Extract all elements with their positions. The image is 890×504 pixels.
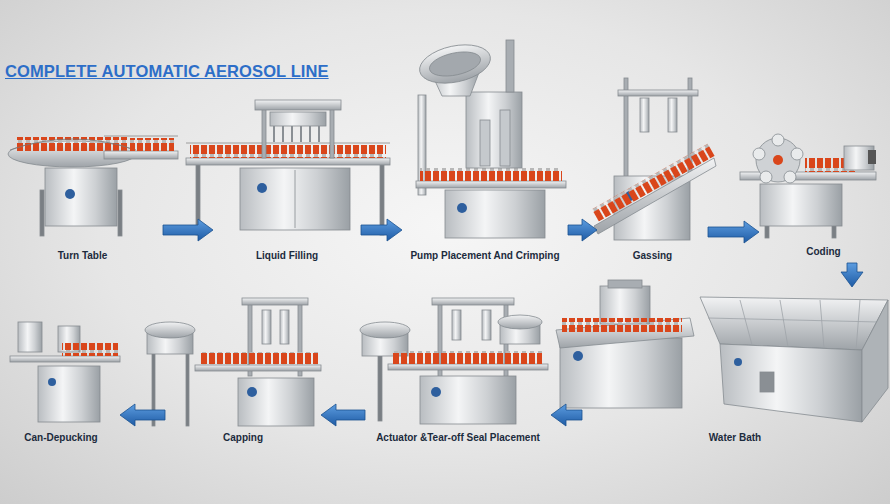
machine-station: Liquid Filling [216, 100, 358, 264]
machine-station: Gassing [600, 100, 705, 264]
station-label: Capping [223, 432, 263, 444]
machine-station: Can-Depucking [5, 290, 117, 446]
pump-crimping-machine [416, 39, 566, 238]
machine-station: Turn Table [5, 100, 160, 264]
machine-station: Capping [168, 290, 318, 446]
flow-arrow [568, 219, 597, 241]
can-depucking-machine [10, 322, 120, 422]
flow-arrow [361, 219, 402, 241]
flow-arrow [163, 219, 213, 241]
coding-machine [740, 134, 876, 238]
machine-station: Actuator &Tear-off Seal Placement [368, 290, 548, 446]
machine-station: Pump Placement And Crimping [405, 100, 565, 264]
station-label: Can-Depucking [24, 432, 97, 444]
flow-arrow [120, 404, 165, 426]
turn-table-machine [8, 136, 178, 236]
machine-station: Coding [762, 135, 885, 260]
machine-station: Water Bath [585, 290, 885, 446]
station-label: Turn Table [58, 250, 108, 262]
water-bath-machine [556, 280, 888, 422]
liquid-filling-machine [186, 100, 390, 235]
flow-arrow [708, 221, 759, 243]
station-label: Actuator &Tear-off Seal Placement [376, 432, 540, 444]
station-label: Pump Placement And Crimping [410, 250, 559, 262]
flow-arrow [551, 404, 582, 426]
gassing-machine [591, 78, 716, 240]
station-label: Gassing [633, 250, 672, 262]
capping-machine [145, 298, 321, 426]
station-label: Coding [806, 246, 840, 258]
actuator-seal-machine [360, 298, 548, 424]
flow-arrow [841, 263, 863, 287]
diagram-title: COMPLETE AUTOMATIC AEROSOL LINE [5, 62, 329, 81]
station-label: Water Bath [709, 432, 761, 444]
station-label: Liquid Filling [256, 250, 318, 262]
flow-arrow [321, 404, 365, 426]
